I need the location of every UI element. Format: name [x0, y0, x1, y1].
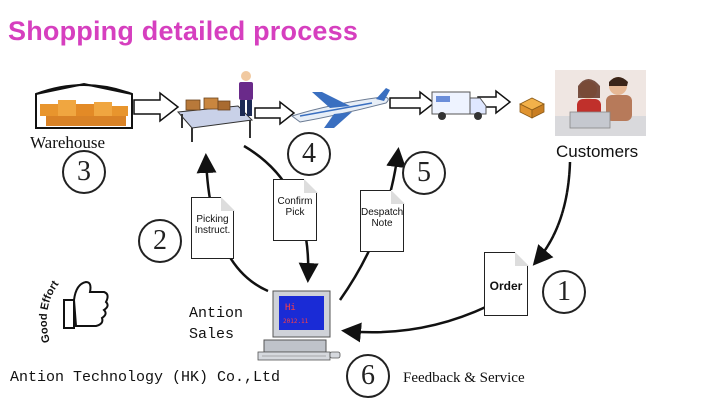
arrow-warehouse-to-packing: [133, 91, 180, 123]
confirm-pick-doc: Confirm Pick: [273, 178, 318, 241]
badge-text: Good Effort: [38, 278, 62, 344]
despatch-note-doc: Despatch Note: [360, 189, 405, 252]
customers-label: Customers: [556, 142, 639, 161]
screen-text-1: Hi: [285, 303, 296, 313]
step-1-badge: 1: [542, 270, 586, 314]
truck-icon: [431, 91, 487, 120]
order-doc-label: Order: [489, 279, 523, 293]
step-3-badge: 3: [62, 150, 106, 194]
sales-label-line2: Sales: [189, 326, 235, 343]
customers-photo-icon: [555, 70, 646, 136]
step-2-badge: 2: [138, 219, 182, 263]
flow-order-to-sales: [341, 304, 489, 343]
order-doc: Order: [484, 251, 529, 316]
arrow-plane-to-truck: [389, 90, 436, 116]
packing-station-icon: [176, 71, 254, 142]
svg-text:Good Effort: Good Effort: [38, 278, 62, 344]
page-title: Shopping detailed process: [8, 16, 359, 46]
airplane-icon: [290, 88, 390, 128]
screen-text-2: 2012.11: [283, 318, 309, 325]
package-icon: [519, 97, 545, 119]
thumbs-up-icon: Good Effort: [38, 278, 109, 344]
sales-label: Antion Sales: [189, 303, 243, 345]
warehouse-label: Warehouse: [30, 133, 106, 152]
step-6-badge: 6: [346, 354, 390, 398]
step-4-badge: 4: [287, 132, 331, 176]
feedback-label: Feedback & Service: [403, 370, 525, 386]
sales-label-line1: Antion: [189, 305, 244, 322]
company-label: Antion Technology (HK) Co.,Ltd: [10, 369, 281, 386]
flow-customers-to-order: [532, 161, 572, 266]
confirm-doc-label: Confirm Pick: [277, 196, 313, 218]
step-5-badge: 5: [402, 151, 446, 195]
computer-icon: Hi 2012.11: [257, 290, 341, 361]
despatch-doc-label: Despatch Note: [361, 207, 404, 229]
warehouse-icon: [35, 82, 133, 129]
picking-instruction-doc: Picking Instruct.: [191, 196, 235, 259]
arrow-packing-to-plane: [254, 100, 296, 126]
picking-doc-label: Picking Instruct.: [194, 214, 231, 236]
